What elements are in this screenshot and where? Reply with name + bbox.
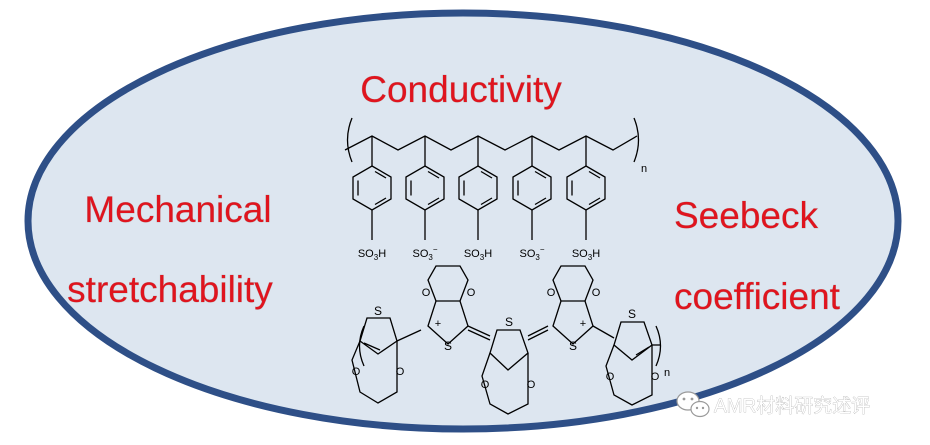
svg-text:+: + [580, 318, 586, 330]
property-ellipse [24, 9, 902, 433]
pedot-structure: n S O O O O S + S O O [351, 265, 670, 415]
pedot-repeat-index: n [664, 367, 670, 379]
pss-sulfonate-label: SO3H [358, 248, 386, 262]
pedot-right-bracket [655, 325, 662, 367]
svg-text:S: S [628, 307, 636, 321]
svg-text:S: S [569, 339, 577, 353]
watermark: AMR材料研究述评 [676, 391, 870, 418]
svg-text:O: O [352, 366, 361, 378]
mechanical-label: Mechanical [84, 189, 271, 230]
wechat-icon [676, 391, 710, 418]
pss-repeat-index: n [641, 163, 647, 175]
stretchability-label: stretchability [67, 269, 273, 310]
thiophene-ring: S O O [481, 315, 536, 415]
pss-backbone [344, 135, 638, 151]
svg-text:S: S [374, 304, 382, 318]
svg-text:O: O [467, 287, 476, 299]
svg-text:O: O [527, 379, 536, 391]
coefficient-label: coefficient [674, 276, 841, 317]
pedot-left-bracket [358, 325, 365, 367]
svg-text:S: S [444, 339, 452, 353]
thiophene-ring: O O S + [547, 265, 601, 353]
svg-text:O: O [592, 287, 601, 299]
pss-right-bracket [633, 117, 640, 163]
thiophene-ring: O O S + [422, 265, 476, 353]
svg-text:O: O [651, 371, 660, 383]
svg-text:+: + [435, 318, 441, 330]
svg-text:O: O [547, 287, 556, 299]
svg-text:O: O [481, 379, 490, 391]
thiophene-ring: S O O [605, 307, 660, 406]
seebeck-label: Seebeck [674, 195, 818, 236]
pss-sulfonate-label: SO3H [572, 248, 600, 262]
conductivity-label: Conductivity [360, 69, 562, 110]
pss-structure: n SO3H SO3− SO3H SO3− SO3H [344, 117, 647, 262]
svg-text:S: S [505, 315, 513, 329]
thiophene-ring: S O O [351, 304, 405, 404]
svg-text:O: O [606, 371, 615, 383]
svg-text:O: O [422, 287, 431, 299]
pss-sulfonate-label: SO3H [464, 248, 492, 262]
pss-left-bracket [346, 117, 353, 163]
svg-text:O: O [396, 366, 405, 378]
watermark-text: AMR材料研究述评 [714, 395, 870, 417]
